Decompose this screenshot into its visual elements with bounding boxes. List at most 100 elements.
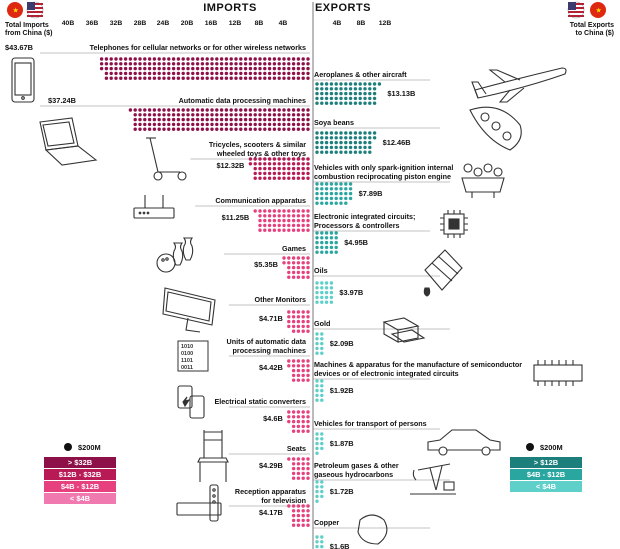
export-dot xyxy=(334,196,338,201)
import-row: Games$5.35B xyxy=(224,244,310,279)
import-dot xyxy=(229,127,233,131)
export-dot xyxy=(339,140,343,145)
export-dot xyxy=(315,201,319,205)
svg-text:1010: 1010 xyxy=(181,344,193,350)
import-dot xyxy=(291,57,296,61)
import-dot xyxy=(267,166,272,171)
export-dot xyxy=(372,87,377,91)
import-dot xyxy=(119,62,123,66)
export-dot xyxy=(329,290,334,295)
export-dot xyxy=(353,101,358,105)
export-dot xyxy=(315,393,319,398)
export-dot xyxy=(368,150,372,154)
chip-icon xyxy=(440,210,468,238)
export-dot xyxy=(363,140,367,145)
gold-bars-icon xyxy=(382,317,426,343)
export-dot xyxy=(329,295,334,300)
import-dot xyxy=(147,117,152,122)
export-dot xyxy=(320,379,324,383)
import-dot xyxy=(272,122,277,127)
import-dot xyxy=(234,122,238,127)
import-dot xyxy=(282,162,286,166)
export-dot xyxy=(315,535,319,539)
import-dot xyxy=(306,256,310,260)
left-corner-line2: from China ($) xyxy=(5,30,52,37)
export-dot xyxy=(329,245,334,250)
imports-legend-label: > $32B xyxy=(68,458,93,467)
import-dot xyxy=(253,122,257,127)
import-dot xyxy=(152,71,157,76)
import-dot xyxy=(272,162,277,166)
export-dot xyxy=(368,87,372,91)
import-dot xyxy=(195,62,200,66)
import-dot xyxy=(99,66,104,71)
exports-legend-label: $4B - $12B xyxy=(527,470,566,479)
import-dot xyxy=(291,457,296,461)
import-dot xyxy=(219,57,224,61)
export-dot xyxy=(339,82,343,86)
import-dot xyxy=(234,66,238,71)
import-dot xyxy=(277,176,281,180)
import-dot xyxy=(301,218,305,223)
import-dot xyxy=(306,162,310,166)
import-dot xyxy=(258,171,262,176)
import-dot xyxy=(200,76,205,80)
export-dot xyxy=(334,187,338,191)
import-dot xyxy=(301,364,305,368)
import-dot xyxy=(109,62,113,66)
export-dot xyxy=(324,145,329,150)
export-dot xyxy=(348,145,353,150)
imports-legend-unit: $200M xyxy=(78,443,101,452)
import-dot xyxy=(157,122,161,127)
import-dot xyxy=(210,57,214,61)
exports-legend-label: > $12B xyxy=(534,458,559,467)
import-dot xyxy=(301,410,305,414)
import-dot xyxy=(291,513,296,518)
export-dot xyxy=(368,131,372,135)
export-row: Vehicles with only spark-ignition intern… xyxy=(313,163,453,205)
oil-barrel-icon xyxy=(423,249,463,297)
export-dot xyxy=(334,182,338,186)
import-dot xyxy=(296,315,301,319)
export-dot xyxy=(315,182,319,186)
import-dot xyxy=(162,57,166,61)
import-dot xyxy=(301,509,305,513)
import-dot xyxy=(258,108,262,112)
exports-legend-swatch xyxy=(510,469,582,480)
import-dot xyxy=(248,113,253,117)
import-dot xyxy=(138,66,142,71)
import-dot xyxy=(167,62,171,66)
import-dot xyxy=(152,57,157,61)
import-dot xyxy=(200,71,205,76)
export-dot xyxy=(329,300,334,304)
import-dot xyxy=(215,62,219,66)
import-dot xyxy=(277,108,281,112)
export-dot xyxy=(320,131,324,135)
export-dot xyxy=(329,187,334,191)
imports-tick-label: 20B xyxy=(181,20,194,27)
import-dot xyxy=(282,256,286,260)
import-dot xyxy=(287,176,291,180)
export-dot xyxy=(348,196,353,201)
import-dot xyxy=(301,256,305,260)
import-dot xyxy=(147,122,152,127)
import-dot xyxy=(296,162,301,166)
import-dot xyxy=(195,57,200,61)
export-value-label: $2.09B xyxy=(330,339,354,348)
import-dot xyxy=(229,108,233,112)
import-dot xyxy=(287,419,291,424)
import-dot xyxy=(253,57,257,61)
export-dot xyxy=(315,136,319,140)
export-dot xyxy=(368,140,372,145)
import-dot xyxy=(301,419,305,424)
export-dot xyxy=(358,96,362,101)
import-dot xyxy=(128,76,133,80)
import-dot xyxy=(306,117,310,122)
export-dot xyxy=(344,96,348,101)
import-dot xyxy=(229,71,233,76)
import-dot xyxy=(176,122,181,127)
svg-text:★: ★ xyxy=(13,7,19,15)
export-dot xyxy=(363,91,367,96)
import-dot xyxy=(243,117,248,122)
